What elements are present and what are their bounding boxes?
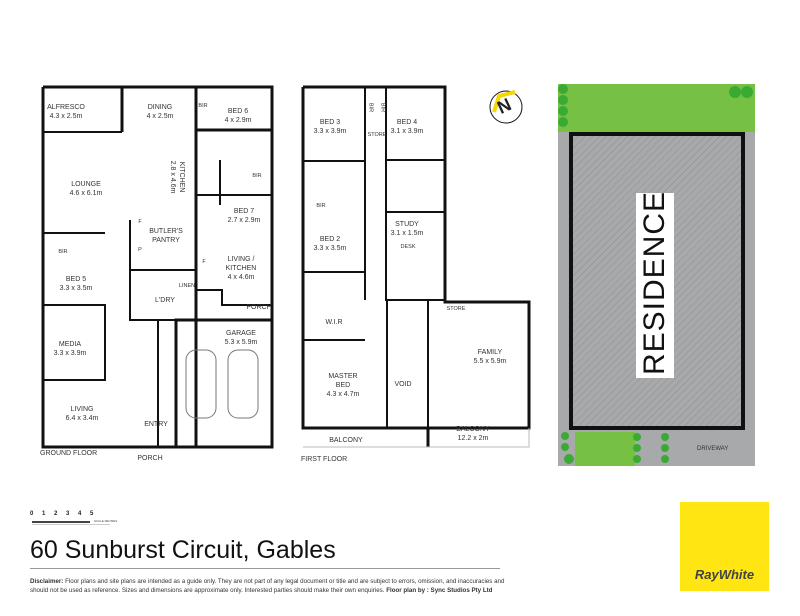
bir-label: BIR	[367, 102, 374, 113]
disclaimer-label: Disclaimer:	[30, 578, 64, 585]
fridge-label: F	[138, 219, 142, 225]
scale-tick: 1	[42, 511, 46, 517]
bir-label: BIR	[252, 173, 262, 179]
property-title: 60 Sunburst Circuit, Gables	[30, 536, 336, 564]
garage-cars	[185, 349, 259, 419]
scale-tick: 0	[30, 511, 34, 517]
divider	[30, 568, 500, 569]
driveway-label: DRIVEWAY	[697, 446, 729, 452]
linen-label: LINEN	[178, 283, 196, 289]
bir-label: BIR	[379, 102, 386, 113]
floor-plans	[41, 84, 755, 466]
room-porch-front: PORCH	[137, 455, 163, 462]
compass-icon	[489, 90, 523, 124]
ground-floor-caption: GROUND FLOOR	[40, 450, 98, 457]
bir-label: BIR	[58, 249, 68, 255]
desk-label: DESK	[400, 244, 416, 250]
store-label: STORE	[367, 132, 387, 138]
scale-unit: SCALE METRES	[94, 519, 118, 523]
room-wir: W.I.R	[325, 319, 343, 326]
room-entry: ENTRY	[144, 421, 168, 428]
disclaimer-text: Floor plans and site plans are intended …	[30, 578, 505, 594]
store-label: STORE	[446, 306, 466, 312]
ground-floor-walls	[41, 85, 274, 449]
residence-label: RESIDENCE	[638, 190, 671, 376]
scale-tick: 5	[90, 511, 94, 517]
bir-label: BIR	[198, 103, 208, 109]
brand-name: RayWhite	[694, 567, 755, 582]
bir-label: BIR	[316, 203, 326, 209]
fridge-label: F	[202, 259, 206, 265]
scale-tick: 2	[54, 511, 58, 517]
site-plan	[558, 84, 755, 466]
room-laundry: L'DRY	[155, 297, 175, 304]
first-floor-walls	[301, 85, 531, 448]
room-porch-side: PORCH	[246, 304, 272, 311]
scale-tick: 4	[78, 511, 82, 517]
room-balcony: BALCONY	[329, 437, 363, 444]
floor-plan-credit: Floor plan by : Sync Studios Pty Ltd	[386, 587, 493, 594]
raywhite-logo: RayWhite	[680, 502, 769, 591]
scale-bar: 0 1 2 3 4 5 SCALE METRES	[30, 511, 140, 525]
scale-tick: 3	[66, 511, 70, 517]
first-floor-caption: FIRST FLOOR	[301, 456, 348, 463]
room-void: VOID	[394, 381, 412, 388]
disclaimer: Disclaimer: Floor plans and site plans a…	[30, 577, 510, 595]
pantry-label: P	[138, 247, 142, 253]
